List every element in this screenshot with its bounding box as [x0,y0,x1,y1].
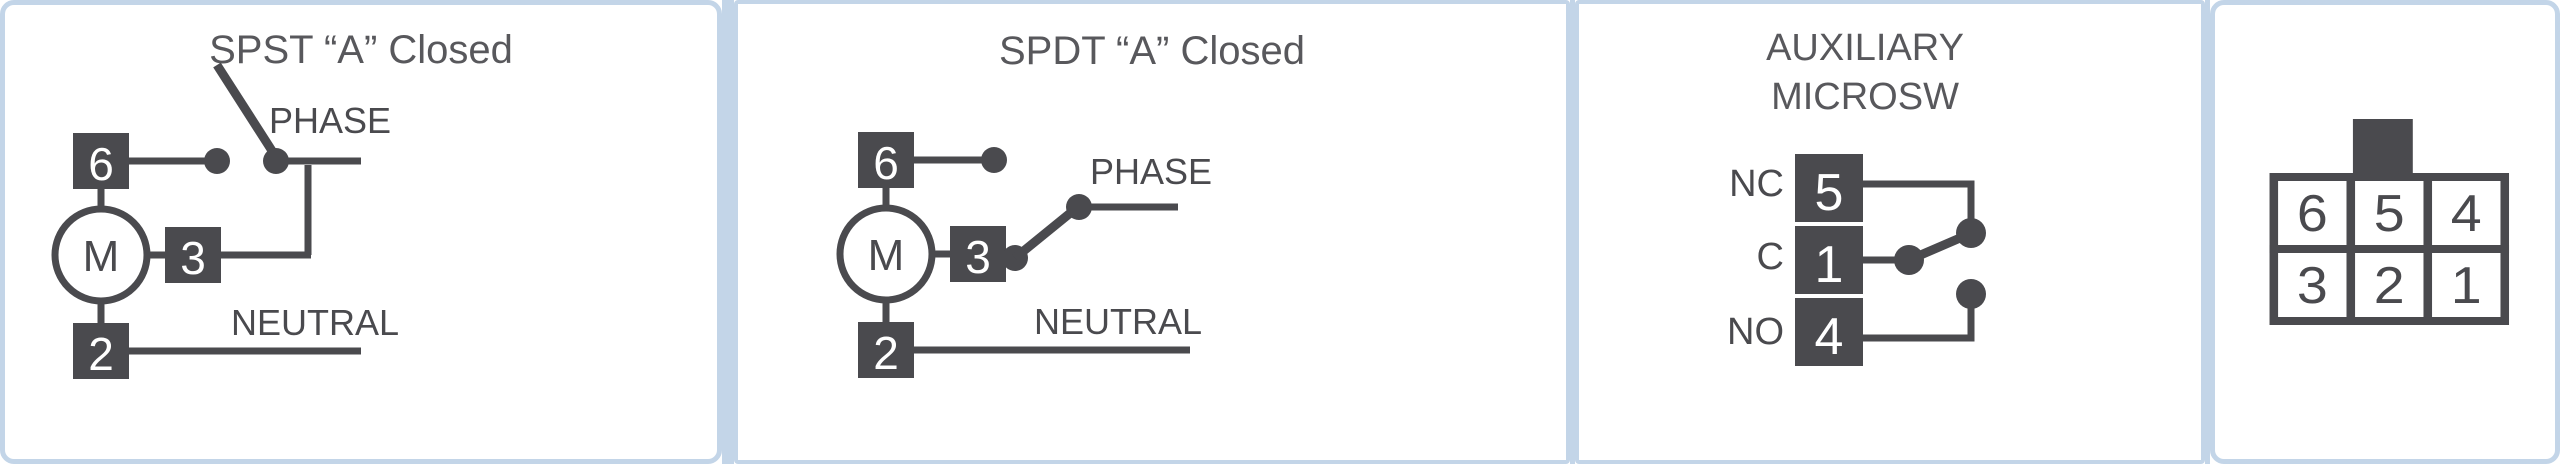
wire-nc-to-node [1863,180,1975,225]
terminal-4-label: 4 [1815,308,1844,366]
terminal-3-label: 3 [965,231,991,283]
switch-blade [1012,206,1077,262]
terminal-cell-label: 4 [2451,185,2482,243]
terminal-cell-label: 6 [2297,185,2328,243]
panel-spst-title: SPST “A” Closed [209,28,513,72]
contact-label-no: NO [1727,311,1784,353]
terminal-cell [2423,245,2510,325]
panel-spst: SPST “A” Closed 6 M 3 [0,0,722,464]
terminal-4-box [1795,298,1863,366]
contact-node-no [1956,279,1986,309]
neutral-label: NEUTRAL [1034,301,1202,342]
panel-spdt-title: SPDT “A” Closed [999,29,1305,73]
terminal-2-box [858,322,914,378]
terminal-3-box [165,227,221,283]
terminal-cell [2269,173,2356,253]
panel-divider-2 [1570,0,1575,464]
terminal-3-label: 3 [180,232,206,284]
terminal-2-label: 2 [873,327,899,379]
phase-label: PHASE [269,100,391,141]
terminal-cell-label: 1 [2451,257,2482,315]
panel-divider-1 [722,0,734,464]
neutral-label: NEUTRAL [231,302,399,343]
terminal-block-tab [2352,119,2413,177]
terminal-cell-label: 5 [2374,185,2405,243]
terminal-1-box [1795,226,1863,294]
panel-aux-microswitch: AUXILIARY MICROSW NC 5 C 1 NO 4 [1575,0,2205,464]
contact-label-nc: NC [1729,163,1784,205]
terminal-cell [2423,173,2510,253]
terminal-2-box [73,323,129,379]
panel-spdt: SPDT “A” Closed 6 M 3 [734,0,1570,464]
terminal-6-box [858,132,914,188]
contact-label-c: C [1757,236,1784,278]
terminal-6-label: 6 [88,138,114,190]
terminal-5-box [1795,154,1863,222]
switch-blade [1907,230,1969,265]
phase-label: PHASE [1090,151,1212,192]
panel-aux-title-line1: AUXILIARY [1766,27,1964,69]
terminal-cell-label: 2 [2374,257,2405,315]
contact-node-fixed [204,148,230,174]
terminal-cell-label: 3 [2297,257,2328,315]
terminal-5-label: 5 [1815,164,1844,222]
motor-label: M [868,231,905,280]
terminal-6-label: 6 [873,137,899,189]
wire-no-to-node [1863,303,1975,342]
panel-divider-3 [2205,0,2210,464]
terminal-cell [2346,173,2433,253]
motor-label: M [83,232,120,281]
terminal-1-label: 1 [1815,236,1844,294]
contact-node-nc [981,147,1007,173]
panel-terminal-block: 6 5 4 3 2 1 [2210,0,2560,464]
terminal-6-box [73,133,129,189]
terminal-2-label: 2 [88,328,114,380]
switch-blade [213,62,280,160]
terminal-3-box [950,226,1006,282]
panel-aux-title-line2: MICROSW [1771,76,1959,118]
